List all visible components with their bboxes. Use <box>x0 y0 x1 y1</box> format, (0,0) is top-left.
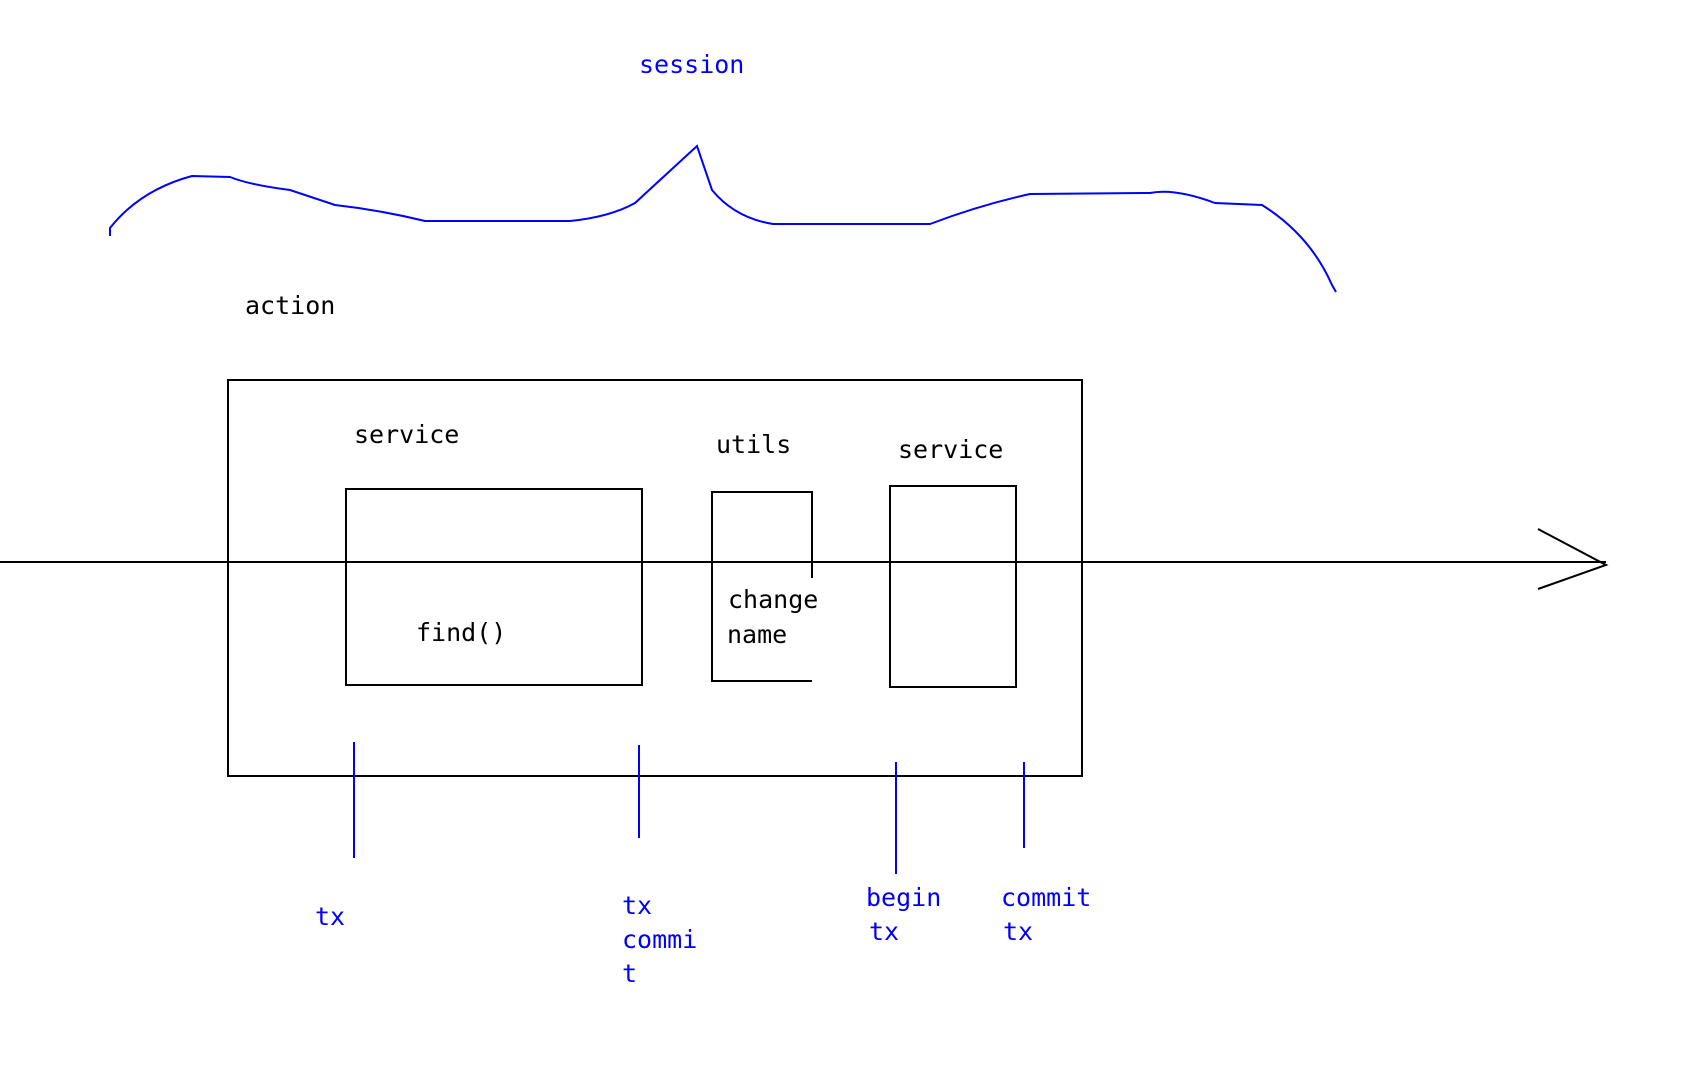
find-label: find() <box>416 618 506 647</box>
action-box <box>227 379 1083 777</box>
session-label: session <box>639 50 744 79</box>
service-right-box <box>889 485 1017 688</box>
begin-tx-label-line1: begin <box>866 883 941 912</box>
name-label: name <box>727 620 787 649</box>
tx-label: tx <box>315 902 345 931</box>
service-left-label: service <box>354 420 459 449</box>
change-label: change <box>728 585 818 614</box>
tx-commit-label-line2: commi <box>622 925 697 954</box>
timeline-arrowhead <box>1537 528 1609 590</box>
utils-box <box>711 491 813 682</box>
commit-tx-label-line1: commit <box>1001 883 1091 912</box>
utils-label: utils <box>716 430 791 459</box>
tx-commit-label-line3: t <box>622 959 637 988</box>
session-brace <box>109 144 1337 293</box>
begin-tx-label-line2: tx <box>869 917 899 946</box>
service-right-label: service <box>898 435 1003 464</box>
tx-commit-label-line1: tx <box>622 891 652 920</box>
commit-tx-label-line2: tx <box>1003 917 1033 946</box>
service-left-box <box>345 488 643 686</box>
action-label: action <box>245 291 335 320</box>
